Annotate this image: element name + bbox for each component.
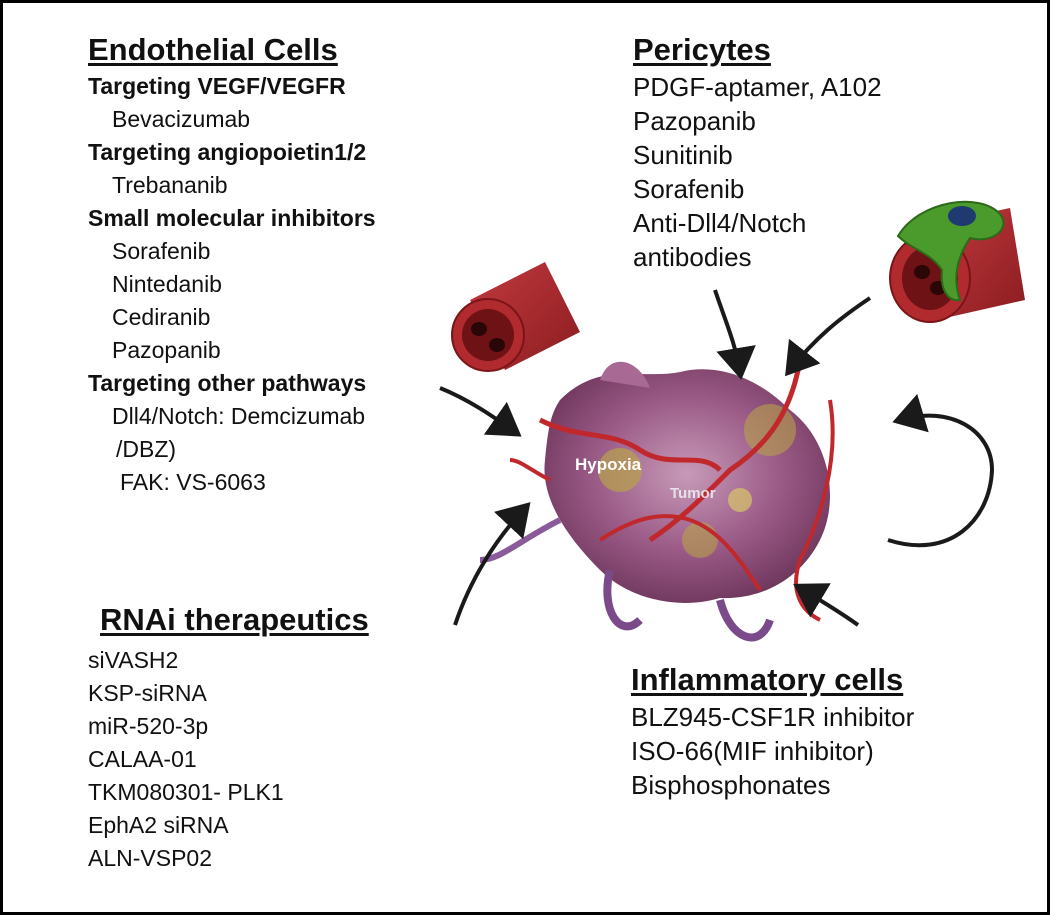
pericytes-item: Sunitinib <box>633 140 733 170</box>
rnai-item: siVASH2 <box>88 647 179 673</box>
pericytes-item: antibodies <box>633 242 752 272</box>
rnai-item: EphA2 siRNA <box>88 812 229 838</box>
feedback-arrow <box>887 393 995 548</box>
tumor-label: Tumor <box>670 485 716 502</box>
vegf-heading: Targeting VEGF/VEGFR <box>88 73 346 99</box>
inflammatory-section: Inflammatory cells BLZ945-CSF1R inhibito… <box>631 660 914 802</box>
pericytes-item: PDGF-aptamer, A102 <box>633 72 882 102</box>
other-pathway-item: /DBZ) <box>116 436 177 462</box>
pericyte-vessel-icon <box>889 200 1025 323</box>
ang-item: Trebananib <box>112 172 228 198</box>
inflammatory-item: ISO-66(MIF inhibitor) <box>631 736 874 766</box>
small-molecule-item: Sorafenib <box>112 238 211 264</box>
ang-heading: Targeting angiopoietin1/2 <box>88 139 367 165</box>
tumor-illustration <box>479 359 835 642</box>
rnai-section: RNAi therapeutics <box>100 600 369 640</box>
other-pathway-item: Dll4/Notch: Demcizumab <box>112 403 366 429</box>
small-molecule-item: Cediranib <box>112 304 211 330</box>
pericytes-section: Pericytes PDGF-aptamer, A102 Pazopanib S… <box>633 30 882 274</box>
other-pathways-heading: Targeting other pathways <box>88 370 367 396</box>
hypoxia-label: Hypoxia <box>575 455 642 474</box>
rnai-item: ALN-VSP02 <box>88 845 213 871</box>
inflammatory-title: Inflammatory cells <box>631 662 904 697</box>
pericytes-item: Pazopanib <box>633 106 756 136</box>
rnai-item: KSP-siRNA <box>88 680 207 706</box>
pericyte-vessel-arrow <box>785 296 872 377</box>
pericytes-arrow <box>713 289 756 380</box>
rnai-title: RNAi therapeutics <box>100 602 369 637</box>
small-molecule-item: Pazopanib <box>112 337 221 363</box>
rnai-list: siVASH2 KSP-siRNA miR-520-3p CALAA-01 TK… <box>88 644 284 875</box>
rnai-item: TKM080301- PLK1 <box>88 779 284 805</box>
rnai-item: CALAA-01 <box>88 746 197 772</box>
rnai-arrow <box>453 502 531 626</box>
inflammatory-arrow <box>793 583 860 627</box>
other-pathway-item: FAK: VS-6063 <box>120 469 266 495</box>
vegf-item: Bevacizumab <box>112 106 251 132</box>
pericytes-title: Pericytes <box>633 32 771 67</box>
rnai-item: miR-520-3p <box>88 713 209 739</box>
small-molecule-item: Nintedanib <box>112 271 222 297</box>
endothelial-title: Endothelial Cells <box>88 32 338 67</box>
inflammatory-item: BLZ945-CSF1R inhibitor <box>631 702 915 732</box>
pericytes-item: Anti-Dll4/Notch <box>633 208 807 238</box>
endothelial-section: Endothelial Cells Targeting VEGF/VEGFR B… <box>88 30 376 499</box>
inflammatory-item: Bisphosphonates <box>631 770 831 800</box>
pericytes-item: Sorafenib <box>633 174 745 204</box>
small-molecule-heading: Small molecular inhibitors <box>88 205 376 231</box>
endothelial-arrow <box>439 386 522 437</box>
blood-vessel-icon <box>451 262 580 372</box>
